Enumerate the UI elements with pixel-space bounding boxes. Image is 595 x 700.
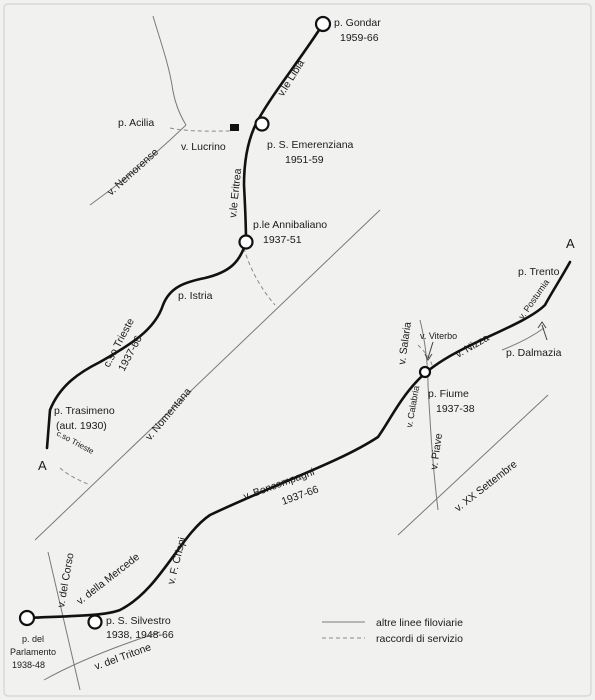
street-nomentana: v. Nomentana: [143, 386, 194, 443]
legend: altre linee filoviarie raccordi di servi…: [322, 617, 463, 645]
terminal-parlamento: [18, 609, 36, 627]
stop-acilia-name: p. Acilia: [118, 117, 154, 129]
service-link-viterbo: [417, 344, 433, 366]
street-xx-settembre: v. XX Settembre: [452, 458, 519, 514]
terminal-silvestro: [87, 614, 103, 630]
endpoint-a-west: A: [38, 458, 47, 473]
street-libia: v.le Libia: [275, 58, 307, 99]
stop-trento-name: p. Trento: [518, 266, 560, 278]
street-salaria: v. Salaria: [396, 321, 414, 365]
stop-emerenziana-name: p. S. Emerenziana: [267, 139, 354, 151]
stop-emerenziana-years: 1951-59: [285, 154, 324, 166]
stop-trasimeno-years: (aut. 1930): [56, 420, 107, 432]
other-line-corso: [47, 551, 81, 691]
stop-annibaliano-name: p.le Annibaliano: [253, 219, 327, 231]
terminal-annibaliano: [238, 234, 254, 250]
stop-gondar-years: 1959-66: [340, 32, 379, 44]
stop-trasimeno-name: p. Trasimeno: [54, 405, 115, 417]
service-links: [59, 127, 433, 486]
stop-fiume-name: p. Fiume: [428, 388, 469, 400]
map-frame: [3, 3, 592, 697]
stop-parlamento-name: p. del: [22, 634, 44, 644]
other-line-nomentana: [34, 209, 381, 541]
service-link-trieste: [59, 467, 91, 486]
service-link-nomentana: [243, 247, 276, 306]
viterbo-arrow: [427, 341, 434, 359]
other-line-nemorense: [89, 124, 187, 206]
stop-dalmazia-name: p. Dalmazia: [506, 347, 562, 359]
other-line-north: [152, 15, 187, 126]
street-mercede: v. della Mercede: [74, 551, 142, 608]
dalmazia-arrow: [541, 324, 548, 341]
street-viterbo: v. Viterbo: [420, 331, 457, 341]
stop-parlamento-years: 1938-48: [12, 660, 45, 670]
stop-annibaliano-years: 1937-51: [263, 234, 302, 246]
viterbo-arrow-head: [424, 353, 433, 361]
endpoint-a-east: A: [566, 236, 575, 251]
street-nemorense: v. Nemorense: [105, 146, 161, 198]
service-link-lucrino: [169, 127, 233, 132]
street-piave: v. Piave: [428, 432, 445, 470]
street-eritrea: v.le Eritrea: [227, 168, 244, 219]
terminal-emerenziana: [254, 116, 270, 132]
street-nizza: v. Nizza: [454, 332, 492, 361]
stop-fiume-years: 1937-38: [436, 403, 475, 415]
legend-service-label: raccordi di servizio: [376, 633, 463, 645]
street-lucrino: v. Lucrino: [181, 141, 226, 153]
other-line-piave: [419, 319, 439, 511]
stop-silvestro-years: 1938, 1948-66: [106, 629, 174, 641]
street-tritone: v. del Tritone: [93, 641, 153, 673]
other-lines: [34, 15, 549, 691]
stop-silvestro-name: p. S. Silvestro: [106, 615, 171, 627]
stop-gondar-name: p. Gondar: [334, 17, 381, 29]
street-trieste-small: c.so Trieste: [55, 429, 96, 456]
other-line-xx-settembre: [397, 394, 549, 536]
other-line-tritone: [43, 631, 161, 681]
street-calabria: v. Calabria: [404, 385, 421, 428]
legend-other-lines-label: altre linee filoviarie: [376, 617, 463, 629]
depot-marker: [230, 124, 239, 131]
terminal-gondar: [314, 15, 332, 33]
main-route-south: [25, 260, 572, 620]
stop-istria-name: p. Istria: [178, 290, 213, 302]
stop-parlamento-name2: Parlamento: [10, 647, 56, 657]
other-line-dalmazia: [501, 327, 545, 351]
dalmazia-arrow-head: [537, 321, 547, 329]
terminal-fiume: [418, 365, 432, 379]
street-corso: v. del Corso: [55, 552, 76, 609]
